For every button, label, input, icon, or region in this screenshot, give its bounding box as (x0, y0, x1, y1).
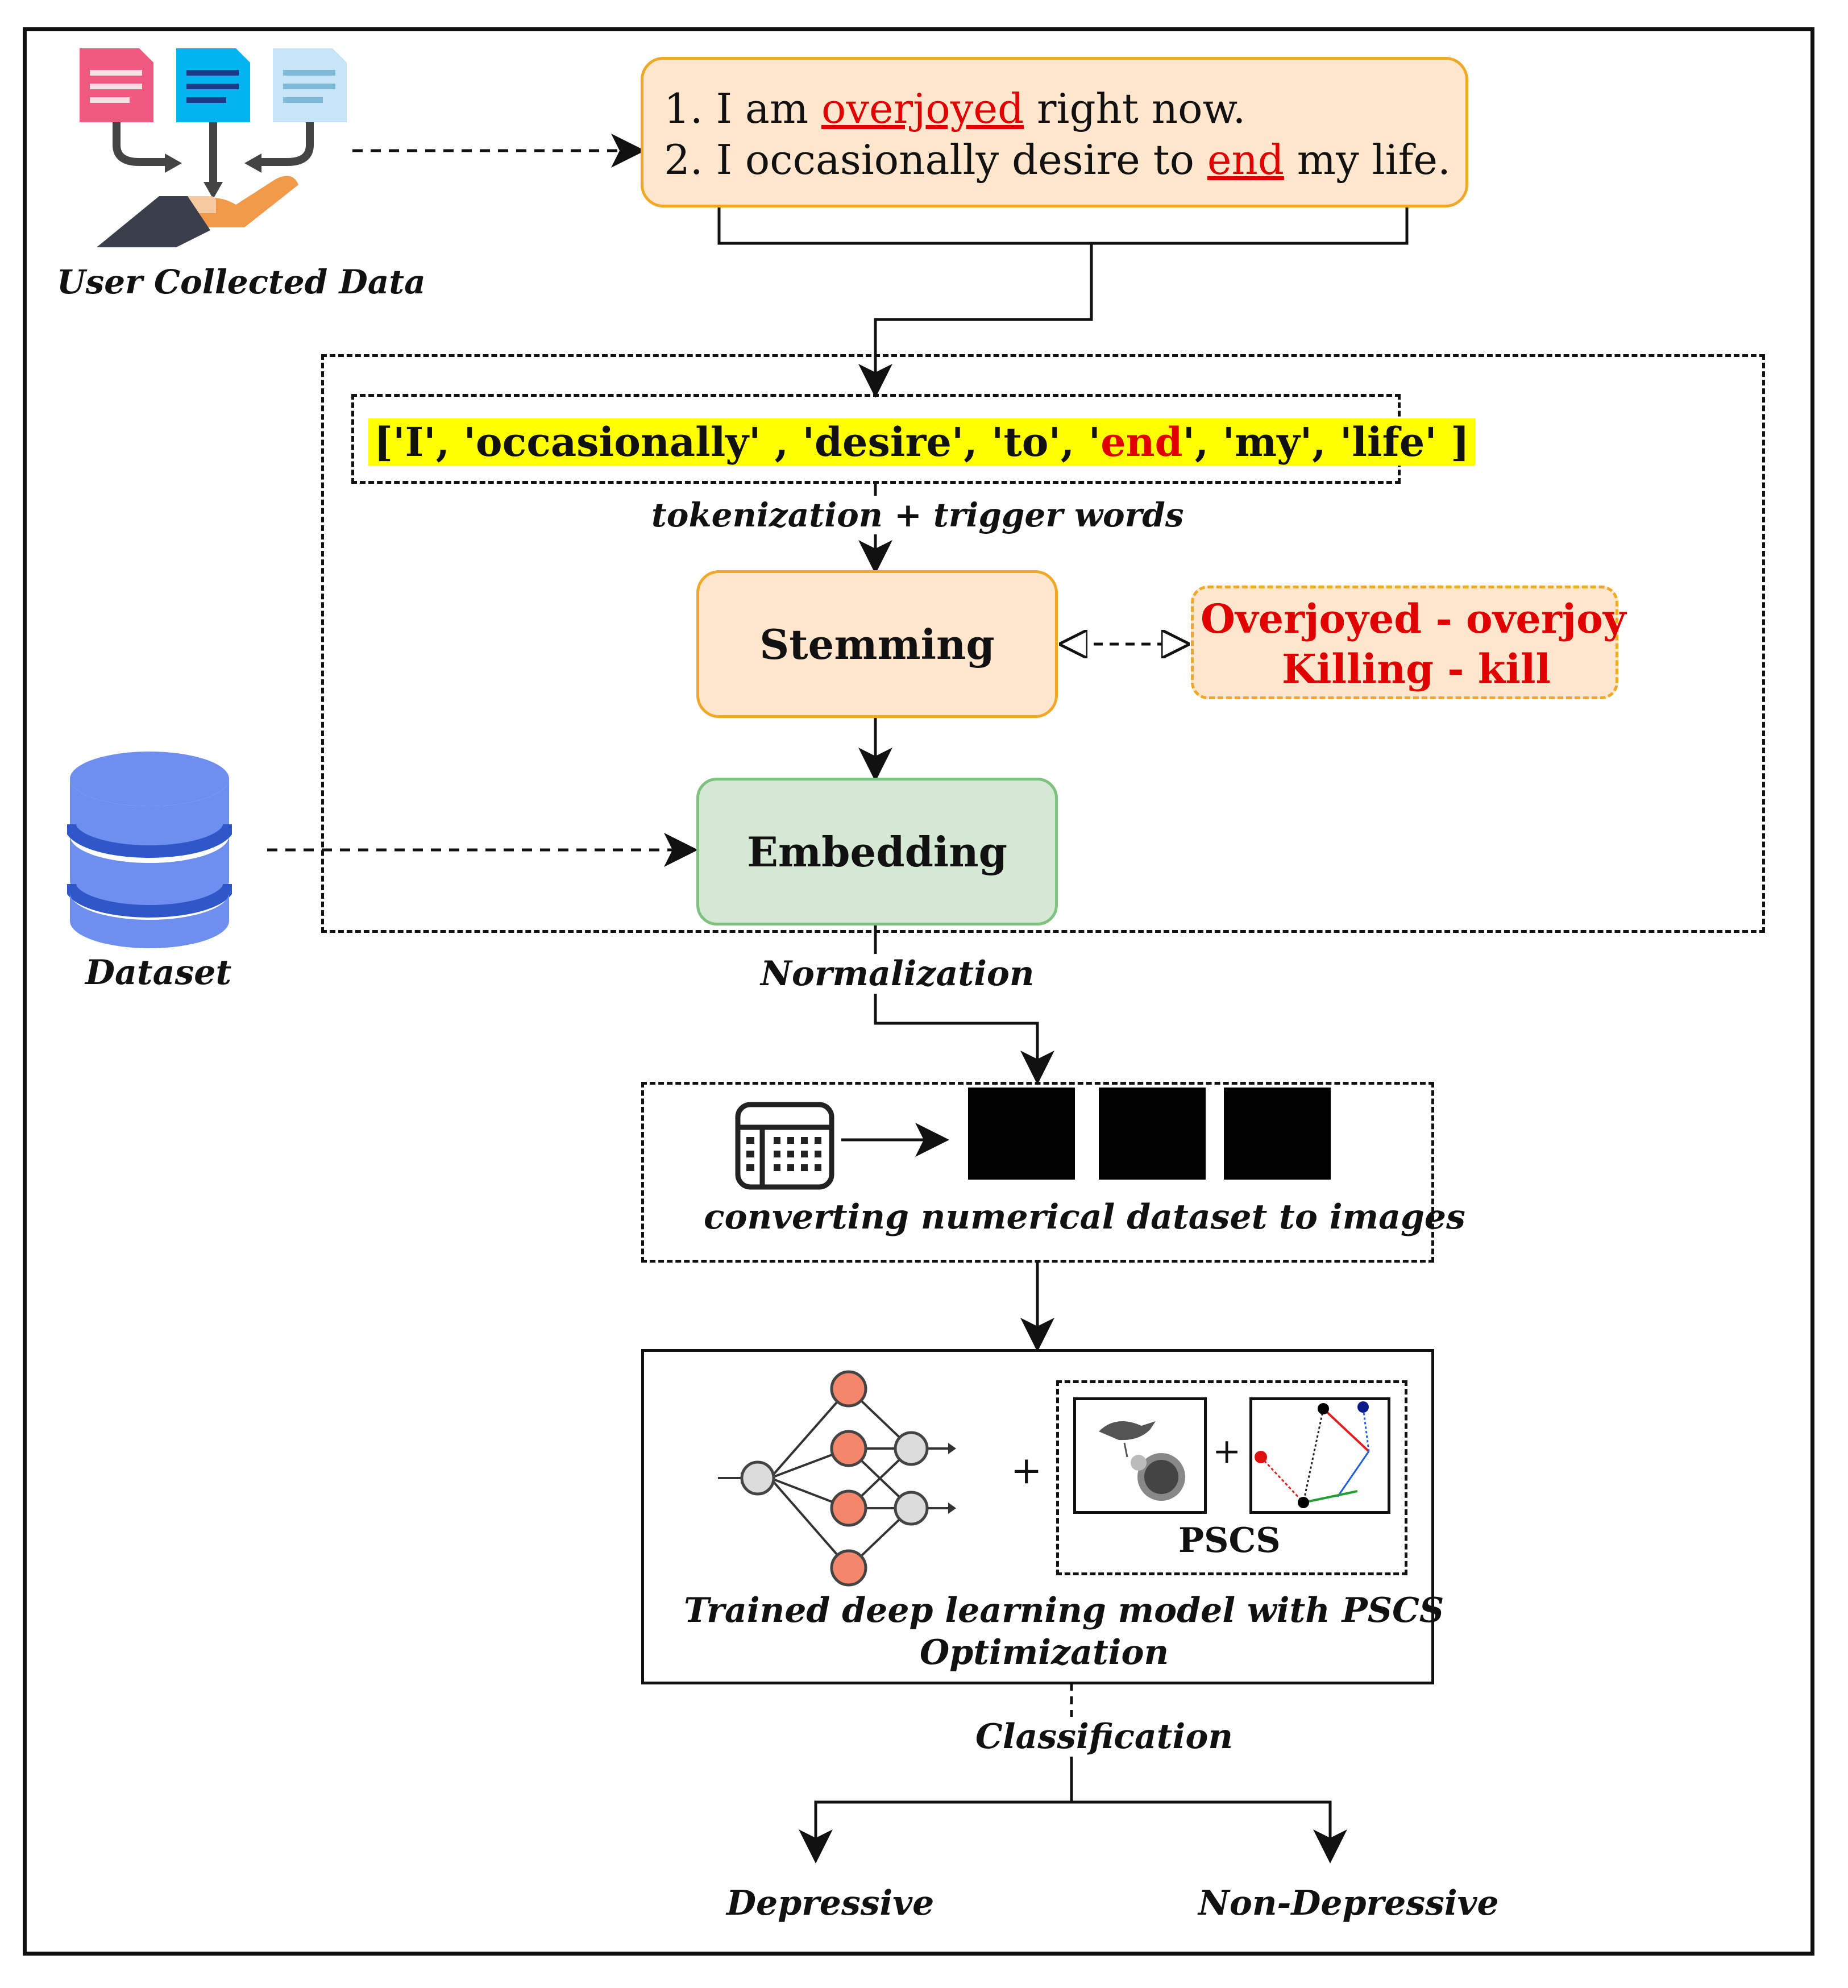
model-box: + + (641, 1349, 1444, 1684)
stemming-example-box: Overjoyed - overjoy Killing - kill (1191, 586, 1626, 699)
stem-example-1: Overjoyed - overjoy (1201, 595, 1626, 642)
sentence-2: 2. I occasionally desire to end my life. (664, 136, 1451, 184)
tokens-box: ['I', 'occasionally' , 'desire', 'to', '… (351, 394, 1476, 484)
tokens-suffix: ', 'my', 'life' ] (1182, 418, 1470, 466)
generated-image-1 (968, 1088, 1075, 1180)
neural-network-icon (718, 1370, 956, 1587)
bird-image (1073, 1397, 1207, 1514)
sentence-1-suffix: right now. (1024, 85, 1246, 132)
token-trigger: end (1101, 418, 1183, 466)
model-plus-sign: + (1011, 1449, 1043, 1492)
classification-label: Classification (972, 1717, 1236, 1757)
tokens-prefix: ['I', 'occasionally' , 'desire', 'to', ' (374, 418, 1101, 466)
preprocessing-group (321, 354, 1765, 933)
documents-icon (80, 48, 347, 247)
tokens-list: ['I', 'occasionally' , 'desire', 'to', '… (368, 418, 1476, 466)
conversion-box: converting numerical dataset to images (641, 1082, 1465, 1263)
graph-icon (1255, 1401, 1370, 1508)
sentence-2-prefix: 2. I occasionally desire to (664, 136, 1207, 184)
sentences-box: 1. I am overjoyed right now. 2. I occasi… (641, 57, 1468, 207)
pscs-box: + PSCS (1056, 1380, 1407, 1575)
trained-model-label: Trained deep learning model with PSCS (684, 1591, 1444, 1630)
table-icon (735, 1102, 834, 1190)
output-depressive: Depressive (726, 1883, 935, 1923)
dataset-label: Dataset (85, 953, 232, 993)
output-non-depressive: Non-Depressive (1198, 1883, 1499, 1923)
database-icon (67, 752, 232, 948)
sentence-2-suffix: my life. (1284, 136, 1451, 184)
trigger-word-overjoyed: overjoyed (821, 85, 1024, 132)
arrow-to-non-depressive (1072, 1800, 1347, 1864)
bird-icon (1099, 1421, 1185, 1501)
generated-image-3 (1224, 1088, 1331, 1180)
generated-image-2 (1099, 1088, 1206, 1180)
trained-model-label-line2: Optimization (920, 1633, 1169, 1672)
stemming-node: Stemming (696, 570, 1058, 718)
normalization-label: Normalization (757, 954, 1038, 994)
tokenization-label: tokenization + trigger words (648, 496, 1187, 534)
sentences-bracket (717, 185, 1409, 245)
pscs-label: PSCS (1178, 1521, 1281, 1560)
arrow-normalization-to-conversion (874, 992, 1054, 1085)
user-data-label: User Collected Data (57, 263, 426, 301)
diagram-frame (23, 27, 1814, 1956)
pscs-plus-sign: + (1212, 1431, 1241, 1471)
graph-image (1249, 1397, 1390, 1514)
embedding-node: Embedding (696, 778, 1058, 925)
converting-label: converting numerical dataset to images (704, 1197, 1465, 1237)
sentence-1: 1. I am overjoyed right now. (664, 85, 1245, 132)
trigger-word-end: end (1207, 136, 1284, 184)
stem-example-2: Killing - kill (1282, 645, 1551, 692)
sentence-1-prefix: 1. I am (664, 85, 821, 132)
arrow-to-depressive (799, 1800, 1072, 1864)
